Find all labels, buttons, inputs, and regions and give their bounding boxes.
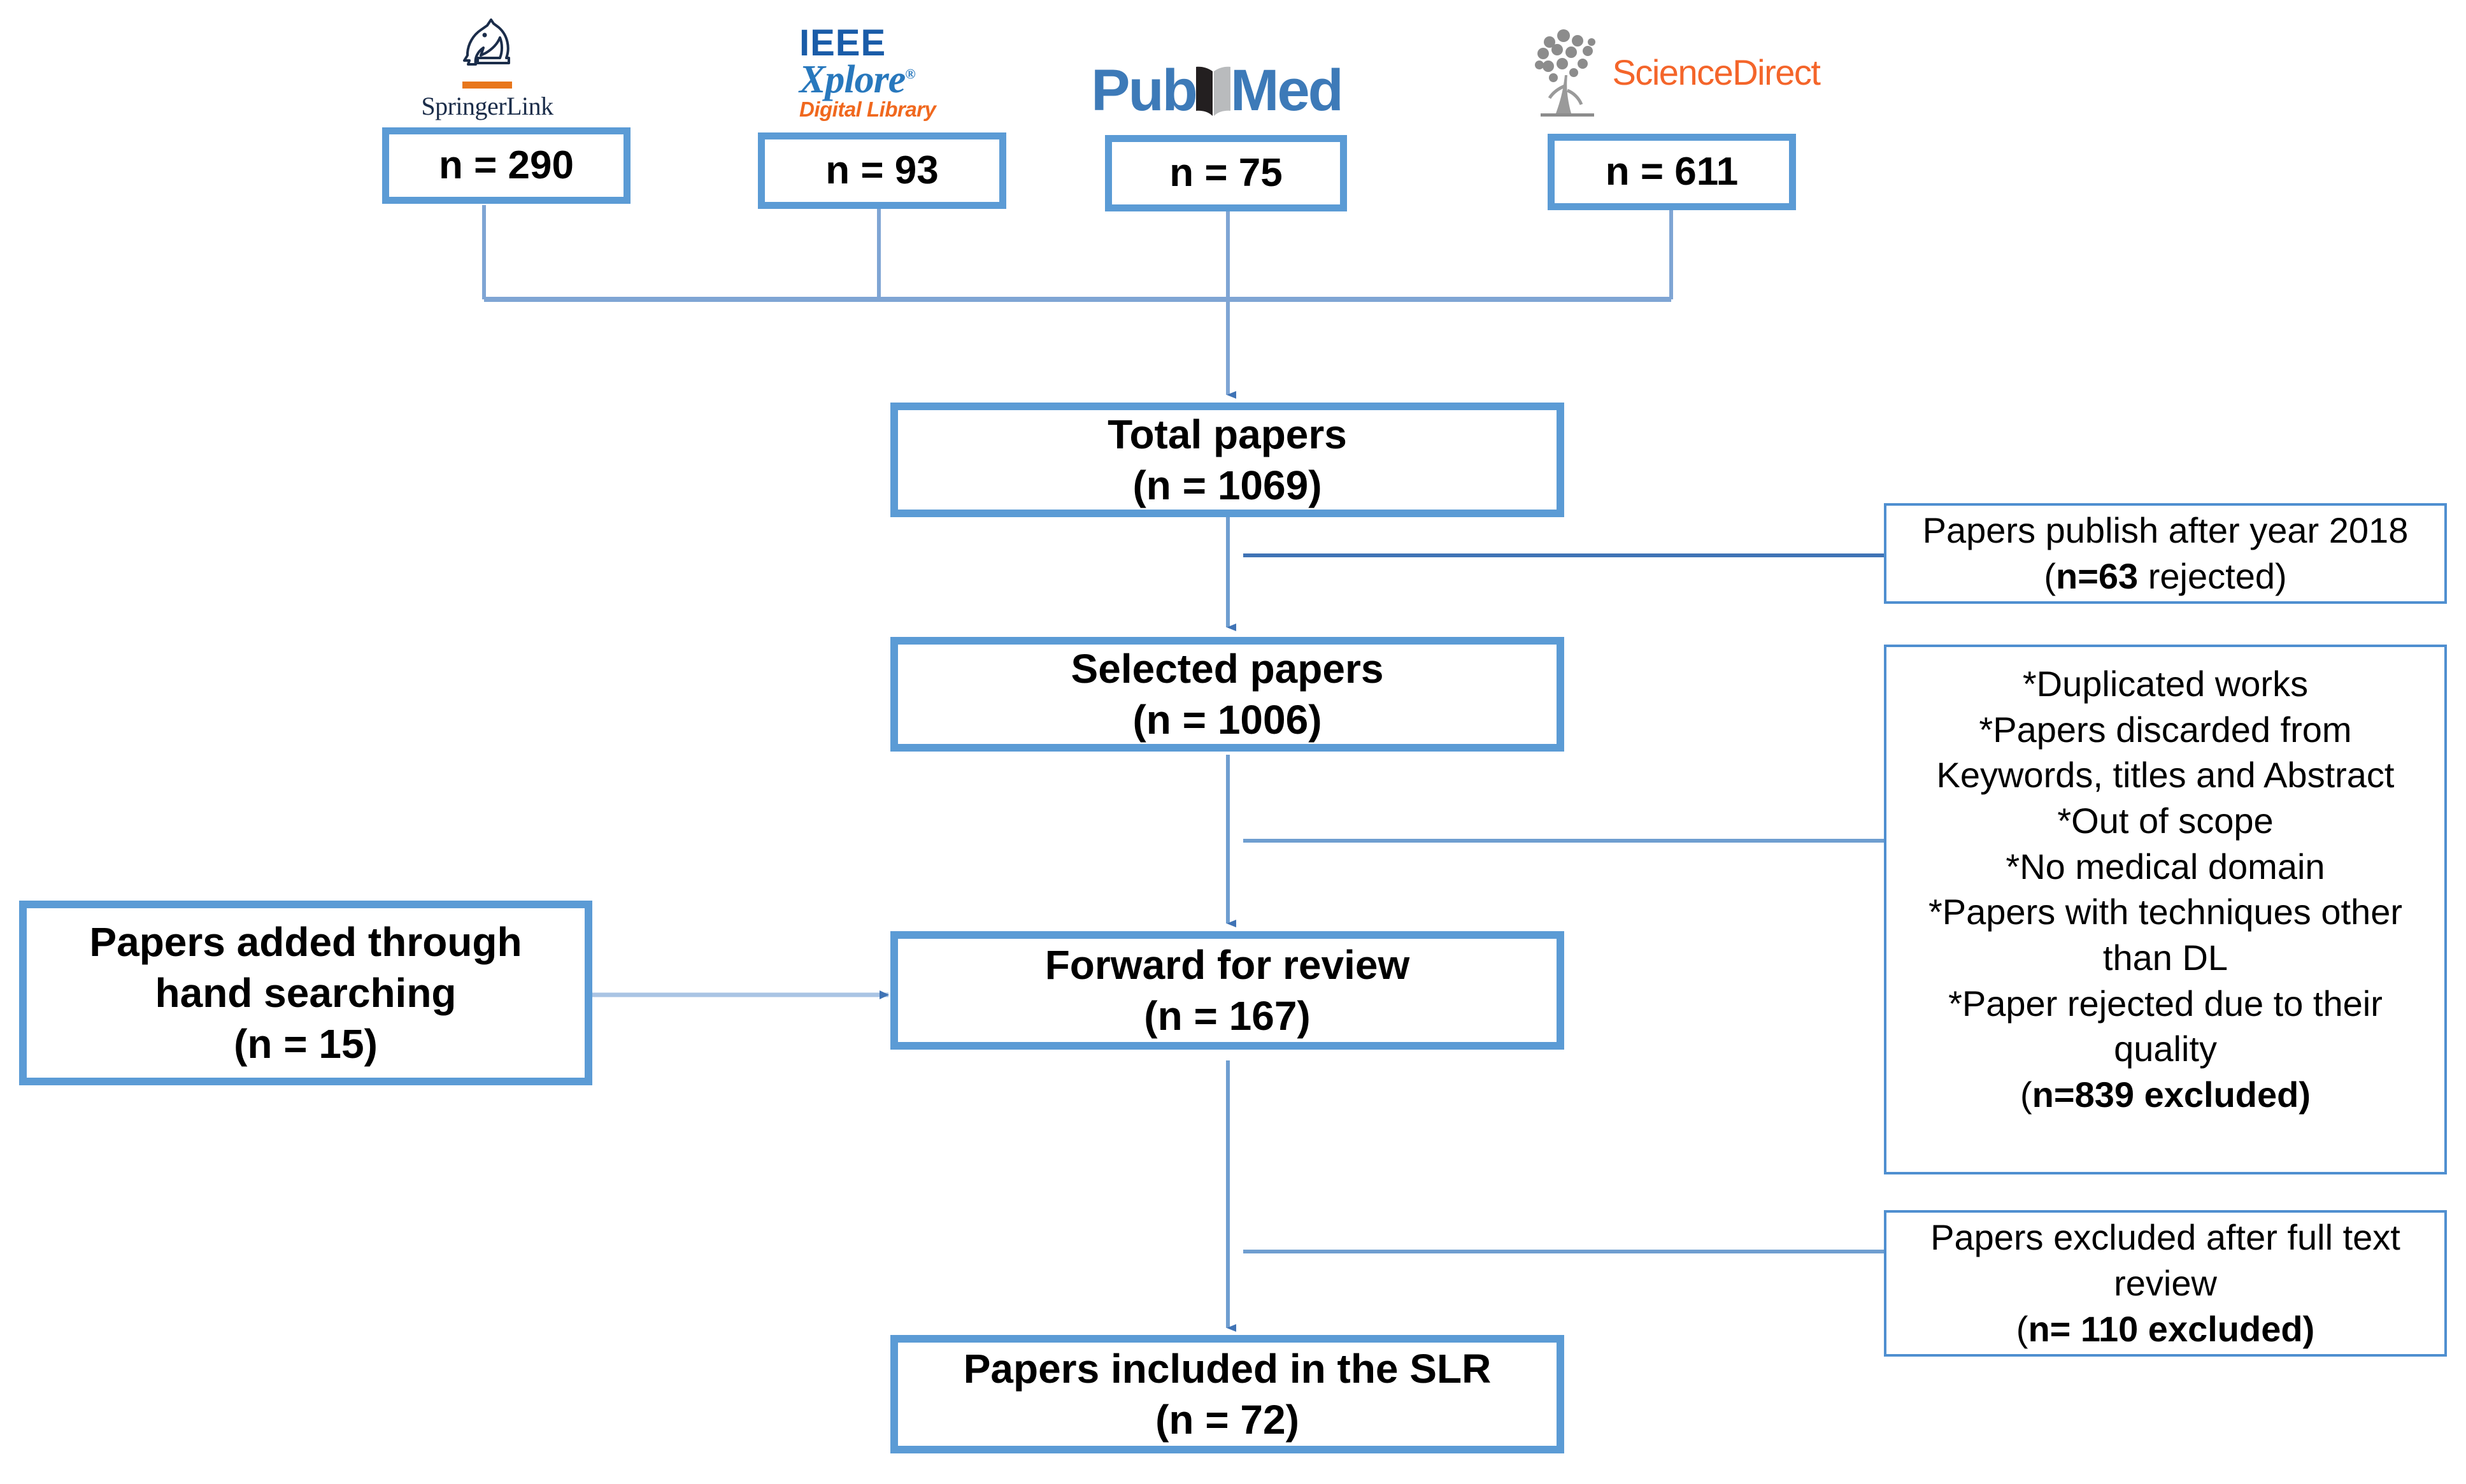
selected-papers-box[interactable]: Selected papers (n = 1006) xyxy=(890,637,1564,752)
ieee-digital-library-tagline: Digital Library xyxy=(799,97,936,122)
sciencedirect-count: n = 611 xyxy=(1605,149,1739,194)
exclusion-full-text-box[interactable]: Papers excluded after full text review (… xyxy=(1884,1210,2447,1357)
screening-criterion-4: *No medical domain xyxy=(2006,846,2325,887)
hand-searching-title-line1: Papers added through xyxy=(89,919,522,965)
screening-criterion-5: *Papers with techniques other than DL xyxy=(1928,892,2402,978)
ieee-wordmark: IEEE xyxy=(799,22,887,64)
hand-searching-box[interactable]: Papers added through hand searching (n =… xyxy=(19,901,592,1085)
source-count-box-pubmed[interactable]: n = 75 xyxy=(1105,135,1347,211)
papers-included-count: (n = 72) xyxy=(1155,1397,1299,1443)
hand-searching-title-line2: hand searching xyxy=(155,970,457,1016)
total-papers-title: Total papers xyxy=(1108,411,1347,457)
springer-accent-rule xyxy=(462,82,512,89)
selected-papers-title: Selected papers xyxy=(1071,646,1384,692)
hand-searching-count: (n = 15) xyxy=(234,1021,378,1067)
springerlink-logo: SpringerLink xyxy=(395,6,580,121)
pubmed-pub-text: Pub xyxy=(1091,58,1198,123)
springerlink-wordmark: SpringerLink xyxy=(421,92,553,120)
xplore-wordmark: Xplore® xyxy=(799,57,916,101)
pubmed-count: n = 75 xyxy=(1169,150,1283,195)
papers-included-slr-box[interactable]: Papers included in the SLR (n = 72) xyxy=(890,1335,1564,1453)
exclusion-year-reason: Papers publish after year 2018 xyxy=(1922,510,2409,551)
ieee-count: n = 93 xyxy=(825,148,939,192)
fulltext-reason-line2: review xyxy=(2114,1263,2217,1304)
sciencedirect-wordmark: ScienceDirect xyxy=(1612,52,1821,92)
screening-criterion-3: *Out of scope xyxy=(2057,801,2274,841)
source-count-box-sciencedirect[interactable]: n = 611 xyxy=(1548,134,1796,210)
springer-knight-icon xyxy=(463,18,510,66)
papers-included-title: Papers included in the SLR xyxy=(963,1346,1492,1392)
pubmed-wordmark: Pub Med xyxy=(1091,58,1344,123)
pubmed-logo: Pub Med xyxy=(1083,13,1350,121)
springerlink-count: n = 290 xyxy=(439,143,574,187)
screening-criterion-1: *Duplicated works xyxy=(2022,664,2309,704)
screening-criterion-6: *Paper rejected due to their quality xyxy=(1948,983,2383,1069)
exclusion-screening-box[interactable]: *Duplicated works *Papers discarded from… xyxy=(1884,645,2447,1174)
screening-criterion-2: *Papers discarded from Keywords, titles … xyxy=(1936,709,2395,796)
total-papers-box[interactable]: Total papers (n = 1069) xyxy=(890,403,1564,517)
forward-for-review-title: Forward for review xyxy=(1044,942,1410,988)
sciencedirect-logo: ScienceDirect xyxy=(1525,11,1825,120)
selected-papers-count: (n = 1006) xyxy=(1132,697,1322,743)
exclusion-year-count: (n=63 rejected) xyxy=(2044,556,2287,596)
source-count-box-springerlink[interactable]: n = 290 xyxy=(382,127,631,204)
screening-count: (n=839 excluded) xyxy=(2020,1074,2311,1115)
forward-for-review-box[interactable]: Forward for review (n = 167) xyxy=(890,931,1564,1050)
ieee-xplore-logo: IEEE Xplore® Digital Library xyxy=(799,9,1009,121)
exclusion-year-filter-box[interactable]: Papers publish after year 2018 (n=63 rej… xyxy=(1884,503,2447,604)
source-drop-lines xyxy=(482,205,1673,299)
pubmed-med-text: Med xyxy=(1230,58,1344,123)
forward-for-review-count: (n = 167) xyxy=(1144,993,1311,1039)
sciencedirect-tree-icon xyxy=(1534,29,1595,117)
source-count-box-ieee[interactable]: n = 93 xyxy=(758,132,1006,209)
fulltext-count: (n= 110 excluded) xyxy=(2016,1308,2315,1349)
total-papers-count: (n = 1069) xyxy=(1132,462,1322,508)
pubmed-book-icon xyxy=(1194,60,1233,121)
fulltext-reason-line1: Papers excluded after full text xyxy=(1930,1217,2400,1258)
